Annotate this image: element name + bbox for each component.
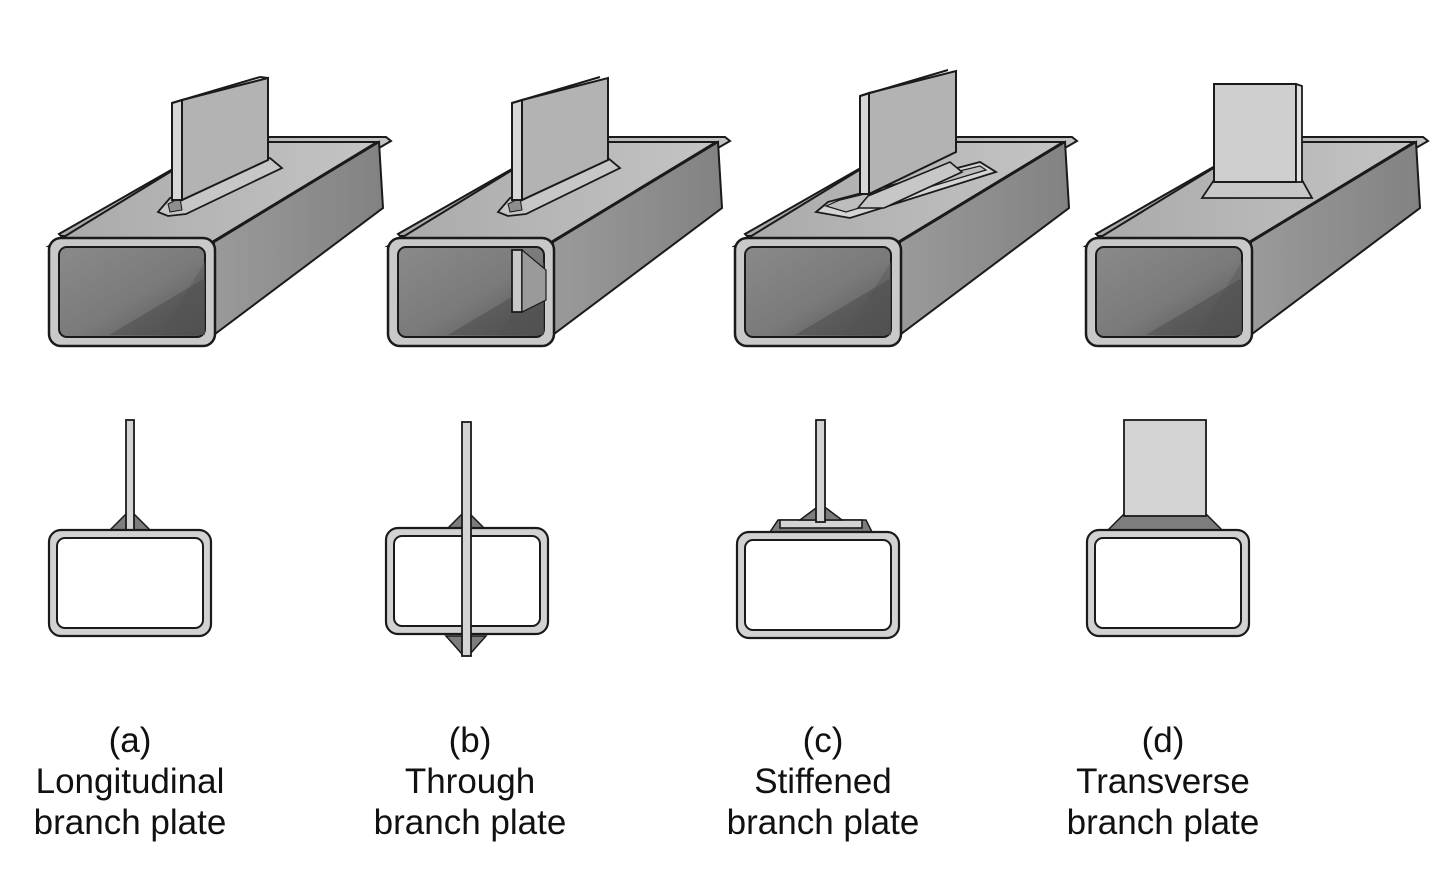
caption-b-line2: branch plate — [373, 803, 567, 842]
weld-a — [156, 156, 284, 217]
caption-a-line1: Longitudinal — [35, 762, 225, 801]
panel-d-section-view — [1085, 419, 1251, 638]
caption-a-line2: branch plate — [33, 803, 227, 842]
panel-d-3d-view — [1084, 82, 1430, 348]
caption-d-line1: Transverse — [1076, 762, 1250, 801]
panel-b-3d-view — [386, 76, 732, 348]
weld-b — [496, 156, 622, 217]
panel-b-section-view — [384, 421, 550, 657]
caption-a-letter: (a) — [108, 721, 152, 760]
caption-b-line1: Through — [404, 762, 536, 801]
caption-d-line2: branch plate — [1066, 803, 1260, 842]
panel-c-section-view — [735, 419, 901, 640]
panel-c-3d-view — [733, 69, 1079, 348]
weld-c — [856, 161, 964, 209]
caption-panel-d: (d) Transverse branch plate — [1003, 720, 1323, 843]
caption-panel-a: (a) Longitudinal branch plate — [0, 720, 290, 843]
caption-c-line1: Stiffened — [754, 762, 892, 801]
caption-panel-b: (b) Through branch plate — [310, 720, 630, 843]
caption-b-letter: (b) — [448, 721, 492, 760]
caption-d-letter: (d) — [1141, 721, 1185, 760]
panel-a-section-view — [47, 419, 213, 638]
caption-c-letter: (c) — [802, 721, 844, 760]
caption-panel-c: (c) Stiffened branch plate — [663, 720, 983, 843]
branch-plate-d — [1213, 83, 1297, 183]
caption-c-line2: branch plate — [726, 803, 920, 842]
panel-a-3d-view — [47, 76, 393, 348]
